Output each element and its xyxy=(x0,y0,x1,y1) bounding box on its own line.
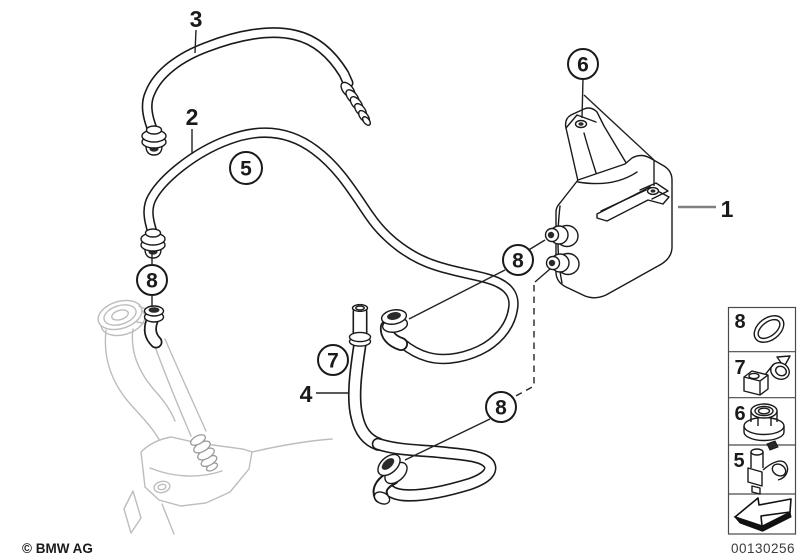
filler-neck-ghost xyxy=(97,299,333,535)
callouts: 3 2 1 4 5 6 7 8 8 8 xyxy=(136,6,734,423)
callout-number-7: 7 xyxy=(327,350,339,373)
hose-3-barbed-end xyxy=(340,81,372,126)
callout-circle-8-neck[interactable]: 8 xyxy=(136,264,168,296)
legend-row-6[interactable]: 6 xyxy=(734,403,785,442)
direction-of-travel-arrow-icon xyxy=(734,497,792,527)
callout-number-8b: 8 xyxy=(495,397,507,420)
o-ring-icon xyxy=(753,315,785,343)
legend-row-5[interactable]: 5 xyxy=(733,440,789,495)
copyright-notice: © BMW AG xyxy=(22,541,93,556)
legend-number-7: 7 xyxy=(734,357,745,379)
callout-circle-8-pipe[interactable]: 8 xyxy=(485,391,517,423)
pipe-4-elbow-connector xyxy=(372,453,408,505)
callout-circle-5[interactable]: 5 xyxy=(229,151,263,185)
legend-row-8[interactable]: 8 xyxy=(734,310,788,347)
valve-unit-1 xyxy=(544,107,673,299)
callout-number-5: 5 xyxy=(240,158,252,181)
bracket-holder-icon xyxy=(747,440,789,495)
callout-circle-6[interactable]: 6 xyxy=(567,48,599,80)
legend-number-5: 5 xyxy=(733,450,744,472)
vent-hose-3 xyxy=(141,27,372,156)
callout-circle-7[interactable]: 7 xyxy=(317,344,349,376)
legend-table: 8 7 6 xyxy=(727,306,797,535)
callout-number-6: 6 xyxy=(577,54,589,77)
part-label-1[interactable]: 1 xyxy=(721,196,734,222)
hose-3-connector xyxy=(141,125,167,156)
valve-port-upper xyxy=(544,224,579,248)
clip-holder-icon xyxy=(743,355,791,396)
callout-number-8a: 8 xyxy=(512,250,524,273)
hose-2-connector xyxy=(140,228,166,259)
callout-number-8c: 8 xyxy=(146,270,158,293)
valve-port-lower xyxy=(545,252,580,276)
flange-nut-icon xyxy=(743,403,785,442)
pipe-4-flange xyxy=(348,331,372,347)
legend-number-6: 6 xyxy=(734,403,745,425)
ghost-vent-valve xyxy=(190,434,219,472)
hose-2-elbow-connector xyxy=(379,309,409,351)
legend-row-7[interactable]: 7 xyxy=(734,355,792,396)
legend-number-8: 8 xyxy=(734,311,745,333)
leader-lines xyxy=(151,29,716,461)
part-label-3[interactable]: 3 xyxy=(190,6,203,32)
part-label-2[interactable]: 2 xyxy=(186,104,199,130)
part-label-4[interactable]: 4 xyxy=(300,381,313,407)
legend-direction-arrow xyxy=(733,497,792,532)
image-number: 00130256 xyxy=(731,541,795,556)
callout-circle-8-valve[interactable]: 8 xyxy=(502,244,534,276)
vent-hose-2 xyxy=(140,127,519,365)
neck-port-elbow xyxy=(143,305,165,349)
vent-pipe-4 xyxy=(347,303,497,505)
